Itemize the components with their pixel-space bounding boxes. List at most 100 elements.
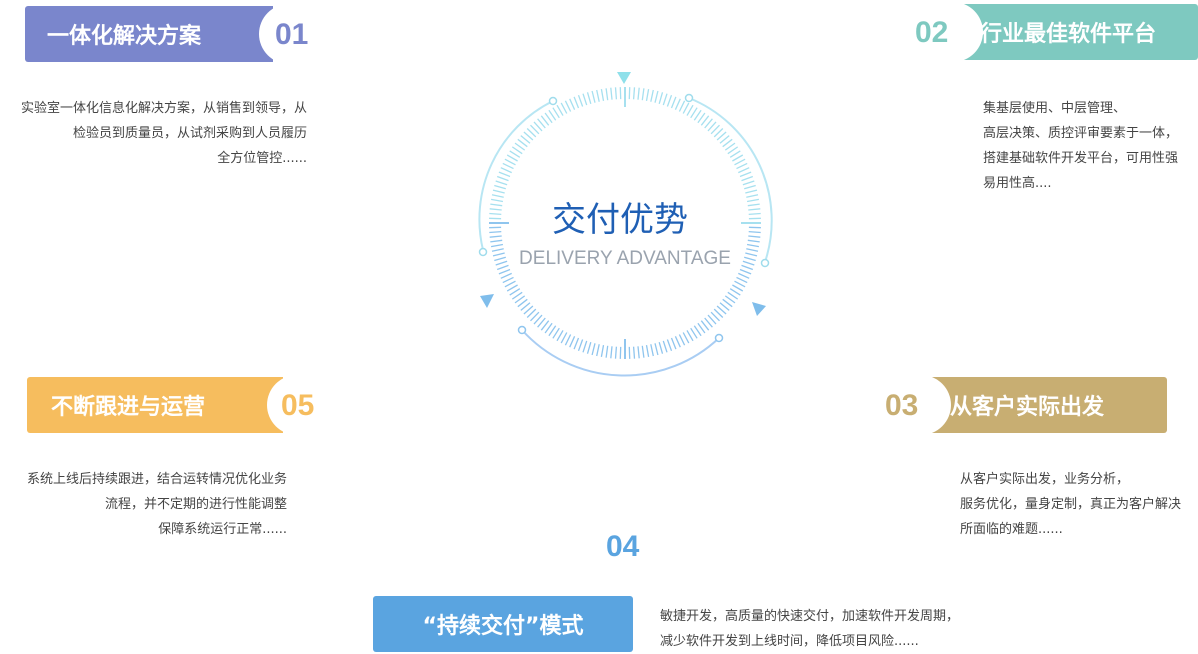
- triangle-left-marker: [480, 294, 494, 308]
- dial-tick: [672, 338, 676, 349]
- dial-tick: [505, 159, 516, 165]
- dial-tick: [667, 95, 671, 106]
- dial-tick: [747, 245, 759, 247]
- dial-tick: [510, 151, 520, 157]
- card-01-title: 一体化解决方案: [25, 6, 273, 62]
- dial-tick: [732, 155, 742, 161]
- dial-tick: [570, 336, 575, 347]
- triangle-right-marker: [752, 302, 766, 316]
- dial-tick: [497, 177, 508, 181]
- card-05-description: 系统上线后持续跟进，结合运转情况优化业务 流程，并不定期的进行性能调整 保障系统…: [0, 467, 287, 542]
- dial-tick: [735, 281, 746, 287]
- card-05-line: 流程，并不定期的进行性能调整: [0, 492, 287, 517]
- advantage-card-05: 不断跟进与运营 05: [27, 377, 283, 433]
- dial-tick: [499, 172, 510, 176]
- dial-tick: [574, 338, 578, 349]
- dial-tick: [647, 89, 649, 101]
- dial-tick: [687, 105, 693, 115]
- dial-tick: [557, 105, 563, 115]
- card-01-line: 检验员到质量员，从试剂采购到人员履历: [0, 121, 307, 146]
- dial-tick: [647, 345, 649, 357]
- dial-tick: [574, 97, 578, 108]
- dial-node: [519, 327, 526, 334]
- dial-tick: [732, 285, 742, 291]
- dial-tick: [744, 186, 756, 189]
- dial-tick: [659, 342, 662, 354]
- card-04-description: 敏捷开发，高质量的快速交付，加速软件开发周期， 减少软件开发到上线时间，降低项目…: [660, 604, 959, 654]
- triangle-top-marker: [617, 72, 631, 84]
- dial-tick: [634, 87, 635, 99]
- dial-tick: [561, 103, 567, 114]
- dial-node: [686, 95, 693, 102]
- dial-tick: [606, 88, 608, 100]
- dial-tick: [638, 88, 639, 100]
- center-subtitle: DELIVERY ADVANTAGE: [470, 248, 780, 270]
- dial-tick: [505, 281, 516, 287]
- dial-tick: [565, 101, 570, 112]
- dial-tick: [583, 94, 587, 105]
- card-03-line: 从客户实际出发，业务分析，: [960, 467, 1181, 492]
- card-03-description: 从客户实际出发，业务分析， 服务优化，量身定制，真正为客户解决 所面临的难题..…: [960, 467, 1181, 542]
- card-02-line: 高层决策、质控评审要素于一体，: [983, 121, 1178, 146]
- card-02-title: 行业最佳软件平台: [948, 4, 1198, 60]
- dial-tick: [570, 99, 575, 110]
- card-04-title: “持续交付”模式: [373, 596, 633, 652]
- dial-tick: [616, 87, 617, 99]
- dial-tick: [510, 289, 520, 295]
- dial-node: [550, 98, 557, 105]
- dial-tick: [675, 99, 680, 110]
- dial-tick: [651, 90, 654, 102]
- dial-tick: [638, 346, 639, 358]
- dial-tick: [735, 159, 746, 165]
- dial-tick: [557, 330, 563, 340]
- card-03-line: 服务优化，量身定制，真正为客户解决: [960, 492, 1181, 517]
- dial-tick: [655, 91, 658, 103]
- card-02-number: 02: [915, 16, 948, 50]
- card-04-number: 04: [606, 530, 639, 564]
- dial-tick: [679, 101, 684, 112]
- card-05-line: 保障系统运行正常......: [0, 517, 287, 542]
- dial-tick: [597, 344, 600, 356]
- dial-tick: [553, 108, 559, 118]
- dial-tick: [740, 270, 751, 274]
- dial-tick: [651, 344, 654, 356]
- dial-tick: [507, 155, 517, 161]
- advantage-card-01: 一体化解决方案 01: [25, 6, 273, 62]
- dial-tick: [503, 277, 514, 282]
- dial-node: [716, 335, 723, 342]
- dial-tick: [499, 270, 510, 274]
- dial-tick: [588, 92, 591, 104]
- card-02-line: 搭建基础软件开发平台，可用性强: [983, 146, 1178, 171]
- dial-tick: [507, 285, 517, 291]
- dial-tick: [683, 333, 689, 344]
- dial-tick: [659, 92, 662, 104]
- dial-tick: [737, 163, 748, 168]
- dial-tick: [687, 330, 693, 340]
- center-title: 交付优势: [470, 192, 770, 241]
- dial-tick: [642, 88, 644, 100]
- card-01-description: 实验室一体化信息化解决方案，从销售到领导，从 检验员到质量员，从试剂采购到人员履…: [0, 96, 307, 171]
- card-05-title: 不断跟进与运营: [27, 377, 283, 433]
- dial-tick: [663, 341, 667, 352]
- dial-tick: [496, 181, 507, 185]
- card-01-line: 实验室一体化信息化解决方案，从销售到领导，从: [0, 96, 307, 121]
- dial-tick: [616, 347, 617, 359]
- dial-tick: [691, 328, 697, 338]
- card-02-description: 集基层使用、中层管理、 高层决策、质控评审要素于一体， 搭建基础软件开发平台，可…: [983, 96, 1178, 196]
- card-02-line: 易用性高....: [983, 171, 1178, 196]
- dial-tick: [683, 103, 689, 114]
- card-04-line: 减少软件开发到上线时间，降低项目风险......: [660, 629, 959, 654]
- dial-tick: [634, 347, 635, 359]
- dial-tick: [592, 343, 595, 355]
- dial-tick: [601, 345, 603, 357]
- dial-tick: [601, 89, 603, 101]
- dial-tick: [691, 108, 697, 118]
- dial-tick: [642, 346, 644, 358]
- dial-tick: [588, 342, 591, 354]
- dial-tick: [606, 346, 608, 358]
- dial-tick: [737, 277, 748, 282]
- dial-tick: [740, 172, 751, 176]
- dial-tick: [738, 168, 749, 173]
- dial-tick: [503, 163, 514, 168]
- dial-tick: [501, 273, 512, 278]
